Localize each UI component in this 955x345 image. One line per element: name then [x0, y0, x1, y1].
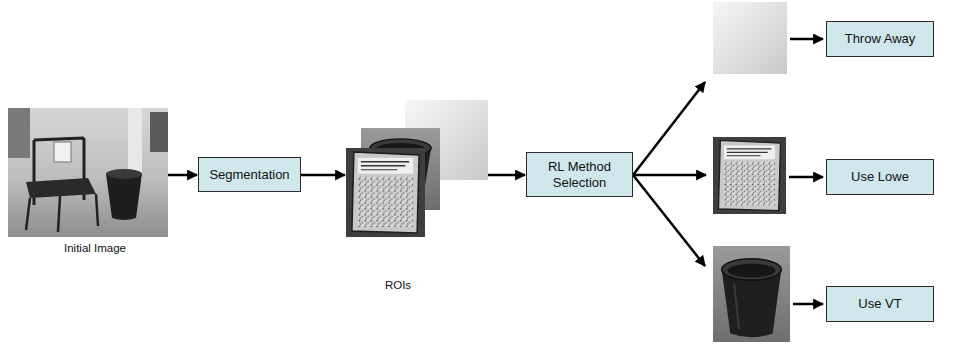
photo-corner [150, 112, 168, 152]
box-label: Use VT [858, 296, 901, 312]
arrow-line [790, 38, 823, 41]
chair-seat [26, 178, 96, 198]
arrow-line [633, 82, 705, 175]
process-box: Segmentation [198, 157, 301, 192]
box-label: Throw Away [845, 31, 916, 47]
bin-rim [106, 169, 142, 179]
image-caption: ROIs [385, 279, 411, 293]
flow-arrow [488, 174, 525, 177]
photo-ground [8, 108, 168, 237]
arrow-line [793, 303, 823, 306]
flow-arrow [168, 174, 197, 177]
photo-wall-shadow [8, 108, 30, 158]
box-label: RL Method Selection [535, 159, 624, 190]
process-box: Use VT [826, 286, 934, 322]
initial-photo [8, 108, 168, 237]
process-box: Throw Away [826, 21, 934, 57]
flow-arrow [301, 174, 345, 177]
arrow-line [633, 174, 706, 177]
image-caption: Initial Image [64, 242, 126, 256]
small-box [54, 142, 71, 162]
fan-arrows [633, 39, 823, 304]
roi-book-image [346, 148, 425, 237]
arrow-line [633, 175, 705, 266]
bin-roi-image [713, 246, 790, 342]
chair-legs [26, 194, 98, 232]
arrow-line [789, 176, 823, 179]
photo-pole [128, 108, 142, 180]
bin-body [106, 174, 142, 220]
image-panel: Initial Image [8, 108, 168, 260]
book-roi-image [713, 137, 786, 214]
image-panel: ROIs [346, 100, 488, 295]
plain-roi-image [713, 2, 787, 74]
box-label: Segmentation [209, 167, 289, 183]
box-label: Use Lowe [851, 169, 909, 185]
process-box: RL Method Selection [526, 152, 633, 197]
process-box: Use Lowe [826, 159, 934, 195]
